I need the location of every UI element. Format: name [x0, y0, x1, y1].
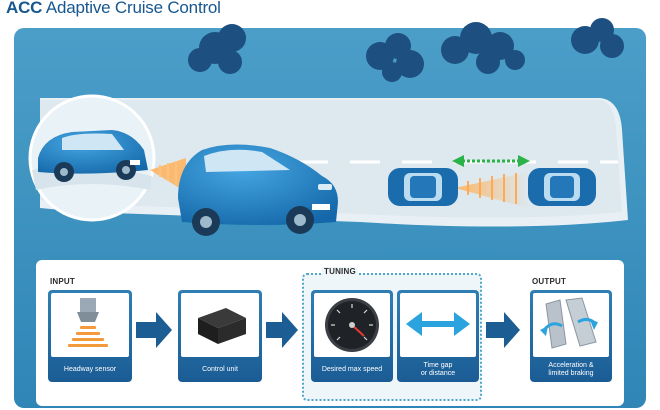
tuning-label: TUNING	[322, 267, 358, 276]
step-card-desired-max-speed	[311, 290, 393, 382]
step-card-control-unit	[178, 290, 262, 382]
step-card-output	[530, 290, 612, 382]
top-view-lead-car	[528, 168, 596, 206]
caption-output: Acceleration &limited braking	[548, 362, 594, 377]
arrow-1	[136, 312, 172, 348]
input-label: INPUT	[50, 277, 75, 286]
top-view-follow-car	[388, 168, 528, 208]
control-unit-icon	[198, 308, 246, 344]
arrow-3	[486, 312, 520, 348]
page-title: ACC Adaptive Cruise Control	[6, 0, 221, 17]
flow-arrows	[136, 312, 520, 348]
arrow-2	[266, 312, 298, 348]
output-label: OUTPUT	[532, 277, 567, 286]
clouds	[188, 18, 624, 82]
side-view-acc-car	[178, 144, 338, 236]
caption-control-unit: Control unit	[202, 366, 238, 373]
radar-sensor-icon	[68, 298, 108, 347]
radar-waves	[159, 161, 177, 185]
double-arrow-icon	[406, 312, 470, 336]
caption-desired-max-speed: Desired max speed	[321, 366, 383, 373]
distance-indicator	[452, 155, 530, 167]
caption-headway-sensor: Headway sensor	[63, 366, 117, 373]
step-card-time-gap	[397, 290, 479, 382]
side-view-lead-car	[38, 130, 148, 182]
pedals-icon	[540, 297, 598, 349]
speedometer-icon	[325, 298, 379, 352]
step-card-headway-sensor	[48, 290, 132, 382]
